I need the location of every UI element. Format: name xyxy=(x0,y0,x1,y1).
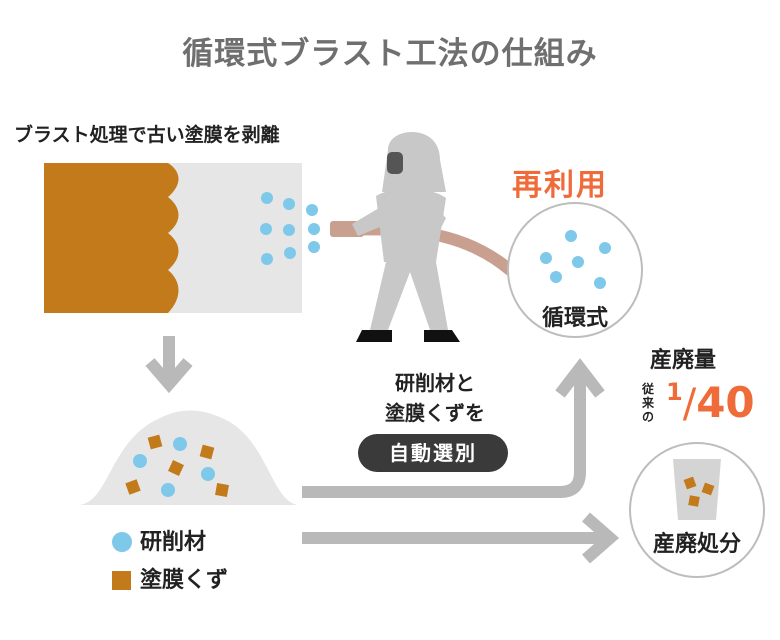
auto-sort-badge: 自動選別 xyxy=(358,434,508,472)
legend-abrasive-label: 研削材 xyxy=(140,530,207,555)
waste-amount-label: 産廃量 xyxy=(650,348,717,373)
blast-particles xyxy=(260,192,320,265)
abrasive-legend-icon xyxy=(112,532,132,552)
old-coating xyxy=(44,163,179,313)
waste-ratio: 1/40 xyxy=(666,378,755,427)
down-arrow xyxy=(145,336,193,394)
steel-plate xyxy=(44,163,302,313)
waste-bin-icon xyxy=(673,459,721,520)
legend-coating-label: 塗膜くず xyxy=(140,568,229,593)
bin-coating xyxy=(683,476,715,507)
blast-caption: ブラスト処理で古い塗膜を剥離 xyxy=(14,124,280,146)
page-title: 循環式ブラスト工法の仕組み xyxy=(182,36,598,72)
recycle-path-arrow xyxy=(302,372,586,498)
legend-coating: 塗膜くず xyxy=(112,562,228,594)
debris-mound xyxy=(80,410,298,505)
recycled-abrasive xyxy=(540,230,611,289)
legend-abrasive: 研削材 xyxy=(112,524,206,556)
disposal-arrow-head xyxy=(582,512,620,564)
recycle-circle-label: 循環式 xyxy=(541,306,608,331)
coating-legend-icon xyxy=(112,571,131,590)
recycle-circle xyxy=(507,202,643,338)
conventional-label: 従来の xyxy=(642,382,655,424)
blast-worker xyxy=(352,132,460,342)
process-text-line2: 塗膜くずを xyxy=(385,401,485,425)
mound-coating xyxy=(125,434,229,497)
recycle-arrow-head xyxy=(555,358,605,398)
ratio-denominator: 40 xyxy=(696,378,755,427)
reuse-label: 再利用 xyxy=(512,168,608,203)
ratio-numerator: 1 xyxy=(666,378,683,406)
mound-abrasive xyxy=(133,437,215,497)
disposal-circle-label: 産廃処分 xyxy=(652,532,741,557)
process-text-line1: 研削材と xyxy=(395,371,475,395)
ratio-slash: / xyxy=(682,381,697,427)
